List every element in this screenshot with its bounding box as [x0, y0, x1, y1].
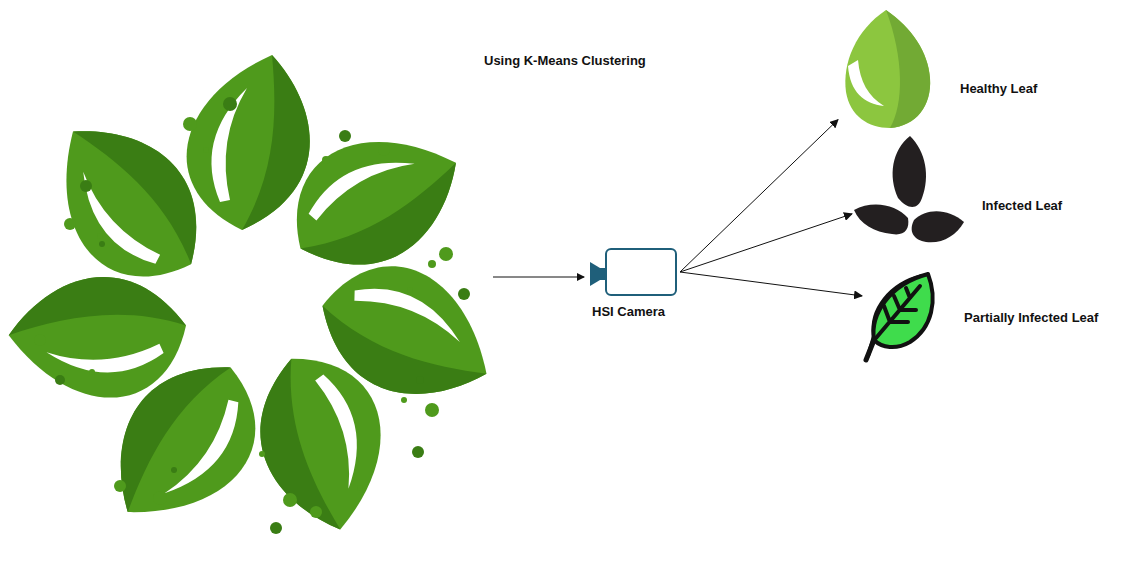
- healthy-leaf-node: Healthy Leaf: [838, 8, 1054, 132]
- decor-dot: [458, 288, 470, 300]
- node-label: Healthy Leaf: [960, 81, 1037, 96]
- decor-dot: [153, 491, 167, 505]
- decor-dot: [80, 180, 92, 192]
- decor-dot: [283, 493, 297, 507]
- node-icon: [838, 8, 934, 134]
- node-label: HSI Camera: [592, 304, 665, 319]
- arrow-connector: [680, 272, 862, 296]
- arrow-connector: [680, 214, 852, 272]
- decor-dot: [114, 480, 126, 492]
- arrow-connector: [680, 120, 838, 272]
- decor-dot: [310, 506, 322, 518]
- partial-leaf-node: Partially Infected Leaf: [862, 270, 1130, 366]
- diagram-title: Using K-Means Clustering: [484, 53, 646, 68]
- decor-dot: [203, 147, 209, 153]
- decor-dot: [378, 144, 390, 156]
- decor-dot: [428, 260, 436, 268]
- decor-dot: [416, 376, 424, 384]
- decor-dot: [99, 241, 105, 247]
- decor-dot: [34, 334, 46, 346]
- decor-dot: [223, 97, 237, 111]
- input-arrow: [493, 277, 584, 278]
- decor-dot: [339, 130, 351, 142]
- decor-dot: [270, 522, 282, 534]
- decor-dot: [64, 218, 76, 230]
- infected-leaf-node: Infected Leaf: [852, 132, 1072, 258]
- decor-dot: [97, 233, 103, 239]
- decor-dot: [439, 247, 453, 261]
- decor-dot: [407, 287, 413, 293]
- decor-dot: [425, 403, 439, 417]
- camera-node: HSI Camera: [588, 246, 680, 320]
- node-icon: [862, 270, 942, 368]
- decor-dot: [55, 375, 65, 385]
- node-icon: [588, 246, 680, 306]
- decor-dot: [183, 117, 197, 131]
- decor-dot: [171, 467, 177, 473]
- decor-dot: [73, 351, 79, 357]
- decor-dot: [401, 397, 407, 403]
- decor-dot: [357, 485, 363, 491]
- node-label: Infected Leaf: [982, 198, 1062, 213]
- decor-dot: [412, 446, 424, 458]
- decor-dot: [89, 369, 95, 375]
- decor-dot: [322, 156, 330, 164]
- node-label: Partially Infected Leaf: [964, 310, 1098, 325]
- node-icon: [852, 132, 972, 258]
- decor-dot: [259, 451, 265, 457]
